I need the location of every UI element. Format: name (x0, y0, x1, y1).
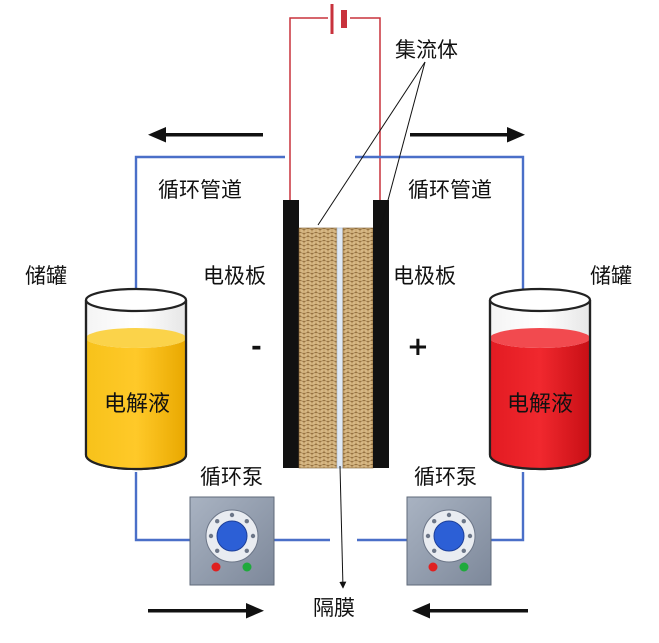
tank-label-right: 储罐 (590, 264, 632, 288)
positive-sign: + (407, 332, 429, 362)
membrane (336, 227, 344, 469)
pipe-label-right: 循环管道 (408, 178, 492, 202)
pump-icon-left (189, 496, 275, 586)
pump-label-left: 循环泵 (200, 465, 263, 489)
electrode-label-right: 电极板 (393, 264, 456, 288)
tank-icon-right (488, 287, 592, 471)
battery-icon (330, 4, 347, 34)
cell-stack (283, 200, 389, 469)
pointer-lines (317, 61, 426, 589)
membrane-label: 隔膜 (313, 596, 355, 620)
tank-label-left: 储罐 (25, 264, 67, 288)
electrode-plate-right (373, 200, 389, 468)
external-circuit (289, 17, 381, 200)
pump-icon-right (406, 496, 492, 586)
current-collector-label: 集流体 (395, 38, 458, 62)
tank-icon-left (84, 287, 188, 471)
pump-label-right: 循环泵 (414, 465, 477, 489)
electrolyte-label-right: 电解液 (507, 392, 574, 417)
circulation-pipes (134, 155, 525, 542)
electrode-plate-left (283, 200, 299, 468)
electrode-label-left: 电极板 (203, 264, 266, 288)
electrolyte-label-left: 电解液 (104, 392, 171, 417)
felt-left (298, 227, 338, 469)
pipe-label-left: 循环管道 (158, 178, 242, 202)
felt-right (342, 227, 374, 469)
negative-sign: - (251, 332, 262, 362)
arrow-icon (148, 127, 528, 619)
